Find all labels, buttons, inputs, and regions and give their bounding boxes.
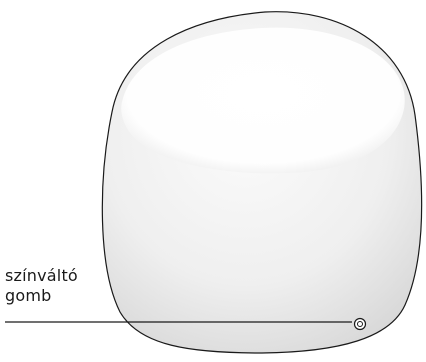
callout-label: színváltó gomb <box>5 266 78 306</box>
color-change-button-icon <box>355 319 366 330</box>
